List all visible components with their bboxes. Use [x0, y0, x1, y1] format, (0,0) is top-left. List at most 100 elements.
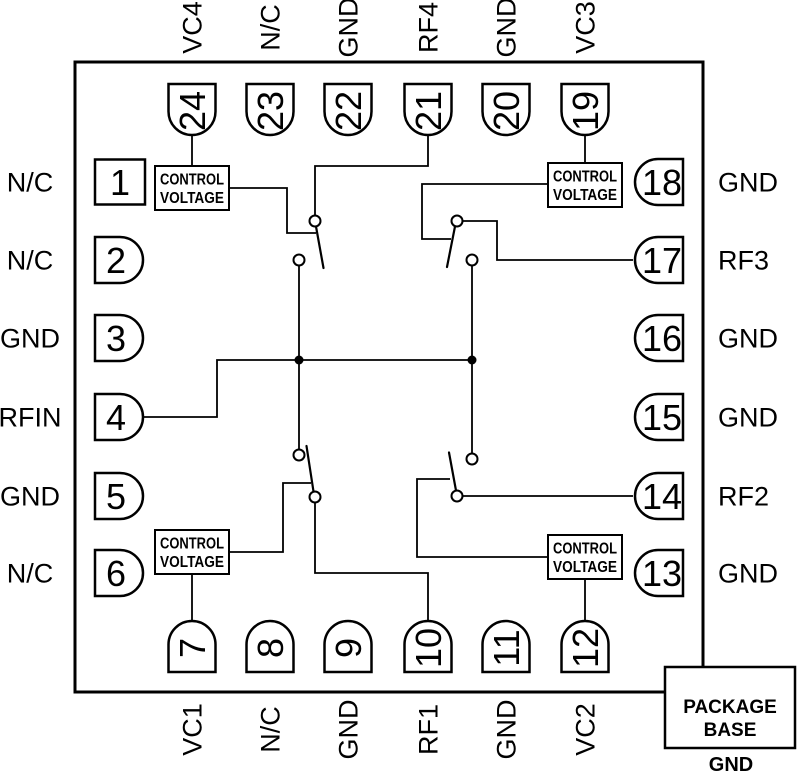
wire-cv-tl-to-switch [229, 187, 316, 234]
pin-pad [633, 157, 685, 207]
wire-rf1-to-pin10 [314, 502, 429, 621]
pin-label-right: GND [718, 403, 778, 433]
pin-8: 8 [245, 619, 295, 674]
pin-pad [560, 82, 610, 137]
package-outline [73, 60, 705, 694]
pin-label-left: RFIN [0, 403, 62, 433]
pin-label-bottom: VC2 [571, 703, 601, 756]
wire-rfin-bus [143, 359, 472, 418]
pin-13: 13 [633, 548, 685, 598]
switch-blade [445, 225, 457, 269]
pin-label-right: GND [718, 168, 778, 198]
pin-number: 17 [642, 240, 682, 281]
switch-rf4 [292, 214, 325, 270]
pin-6: 6 [93, 548, 145, 598]
pin-pad [93, 548, 145, 598]
pin-number: 23 [250, 91, 291, 131]
pin-pad [323, 619, 373, 674]
pin-pad [93, 471, 145, 521]
pin-number: 16 [642, 318, 682, 359]
pin-number: 7 [172, 638, 213, 658]
pin-20: 20 [481, 82, 531, 137]
pin-label-left: GND [0, 482, 60, 512]
package-base-line1: PACKAGE [683, 697, 777, 718]
pin-24: 24 [167, 82, 217, 137]
control-voltage-frame [154, 165, 230, 211]
pin-pad [167, 82, 217, 137]
pin-label-bottom: VC1 [178, 703, 208, 756]
control-voltage-box-bottom-left: CONTROL VOLTAGE [154, 529, 230, 575]
wire-rf3-to-pin17 [462, 220, 633, 261]
pin-pad [245, 82, 295, 137]
pin-9: 9 [323, 619, 373, 674]
control-voltage-line2: VOLTAGE [160, 554, 224, 571]
pin-23: 23 [245, 82, 295, 137]
pin-pad [633, 235, 685, 285]
pin-pad [481, 82, 531, 137]
pin-label-left: N/C [7, 559, 54, 589]
pin-pad-square [93, 158, 147, 206]
pin-pad [167, 619, 217, 674]
pin-number: 5 [106, 476, 126, 517]
pin-label-left: GND [0, 324, 60, 354]
pin-number: 21 [408, 91, 449, 131]
control-voltage-line1: CONTROL [160, 172, 224, 189]
wire-pin21-rf4 [314, 135, 429, 216]
pin-4: 4 [93, 392, 145, 442]
pin-pad [481, 619, 531, 674]
pin-2: 2 [93, 235, 145, 285]
pin-pad [633, 471, 685, 521]
pin-21: 21 [403, 82, 453, 137]
pin-label-bottom: GND [492, 700, 522, 760]
pin-pad [633, 392, 685, 442]
switch-contact [450, 489, 464, 503]
control-voltage-line2: VOLTAGE [553, 559, 617, 576]
pin-pad [403, 82, 453, 137]
pin-label-left: N/C [7, 168, 54, 198]
pin-pad [93, 392, 145, 442]
pin-number: 3 [106, 318, 126, 359]
junction-dot [467, 355, 477, 365]
pin-pad [93, 313, 145, 363]
pin-number: 24 [172, 91, 213, 131]
switch-blade [305, 444, 315, 493]
pin-number: 20 [486, 91, 527, 131]
control-voltage-frame [547, 534, 623, 580]
switch-rf1 [292, 444, 322, 504]
pin-pad [633, 313, 685, 363]
pin-1: 1 [93, 158, 147, 206]
control-voltage-line1: CONTROL [553, 169, 617, 186]
switch-rf3 [445, 214, 479, 269]
pin-label-bottom: N/C [256, 706, 286, 753]
pin-14: 14 [633, 471, 685, 521]
pin-pad [93, 235, 145, 285]
pin-label-left: N/C [7, 246, 54, 276]
pin-number: 9 [328, 638, 369, 658]
switch-contact [292, 448, 306, 462]
pin-number: 15 [642, 397, 682, 438]
pin-label-top: VC3 [571, 1, 601, 54]
pin-number: 8 [250, 638, 291, 658]
pin-pad [403, 619, 453, 674]
pin-number: 10 [408, 628, 449, 668]
control-voltage-box-top-left: CONTROL VOLTAGE [154, 165, 230, 211]
pin-number: 6 [106, 553, 126, 594]
pin-label-top: GND [492, 0, 522, 58]
pin-label-right: GND [718, 324, 778, 354]
wire-cv-tr-to-switch [421, 183, 548, 240]
package-base-box: PACKAGE BASE GND [663, 665, 797, 772]
pin-number: 22 [328, 91, 369, 131]
pin-7: 7 [167, 619, 217, 674]
switch-contact [465, 253, 479, 267]
pin-number: 19 [565, 91, 606, 131]
pin-16: 16 [633, 313, 685, 363]
switch-contact [292, 253, 306, 267]
control-voltage-frame [154, 529, 230, 575]
pin-label-right: RF3 [718, 246, 769, 276]
switch-blade [314, 225, 325, 270]
pin-label-top: N/C [256, 4, 286, 51]
pin-label-top: GND [334, 0, 364, 58]
pin-15: 15 [633, 392, 685, 442]
junction-dot [294, 355, 304, 365]
pin-label-top: VC4 [178, 1, 208, 54]
